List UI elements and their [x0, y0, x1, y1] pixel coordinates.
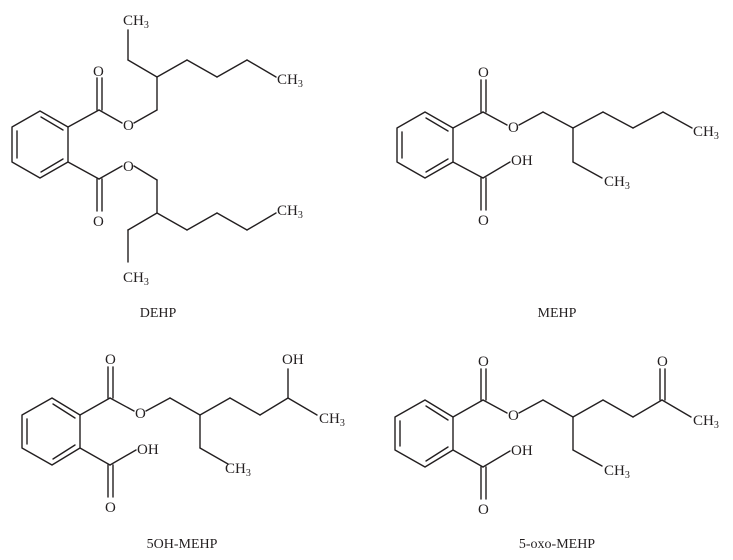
molecule-name-5-oxo-mehp: 5-oxo-MEHP — [519, 537, 595, 552]
benzene-ring — [396, 111, 454, 179]
atom-o: O — [135, 406, 146, 422]
benzene-ring — [394, 399, 454, 468]
molecule-name-dehp: DEHP — [140, 306, 177, 321]
atom-oh: OH — [137, 442, 159, 458]
atom-o: O — [123, 159, 134, 175]
atom-o: O — [123, 118, 134, 134]
atom-o: O — [93, 214, 104, 230]
atom-o: O — [478, 65, 489, 81]
atom-ketone-o: O — [657, 354, 668, 370]
atom-oh: OH — [511, 443, 533, 459]
atom-o: O — [478, 213, 489, 229]
atom-ch3: CH3 — [277, 72, 303, 90]
atom-o: O — [508, 408, 519, 424]
atom-ch3: CH3 — [319, 411, 345, 429]
molecule-5-oxo-mehp: O O O O OH CH3 CH3 5-oxo-MEHP — [394, 354, 719, 552]
molecule-name-mehp: MEHP — [538, 306, 577, 321]
benzene-ring — [11, 110, 69, 179]
atom-ch3: CH3 — [604, 463, 630, 481]
atom-ch3: CH3 — [693, 124, 719, 142]
atom-o: O — [105, 352, 116, 368]
atom-o: O — [478, 354, 489, 370]
atom-ch3: CH3 — [225, 461, 251, 479]
molecule-mehp: O O O OH CH3 CH3 MEHP — [396, 65, 719, 321]
atom-ch3: CH3 — [277, 203, 303, 221]
atom-oh: OH — [511, 153, 533, 169]
molecule-name-5oh-mehp: 5OH-MEHP — [147, 537, 218, 552]
atom-ch3: CH3 — [123, 270, 149, 288]
atom-ch3: CH3 — [693, 413, 719, 431]
atom-oh: OH — [282, 352, 304, 368]
atom-ch3: CH3 — [604, 174, 630, 192]
atom-o: O — [105, 500, 116, 516]
molecule-5oh-mehp: O O O OH OH CH3 CH3 5OH-MEHP — [21, 352, 345, 552]
molecule-dehp: O O O O CH3 CH3 CH3 CH3 DEHP — [11, 13, 303, 321]
atom-o: O — [478, 502, 489, 518]
benzene-ring — [21, 397, 81, 466]
atom-o: O — [508, 120, 519, 136]
atom-ch3: CH3 — [123, 13, 149, 31]
atom-o: O — [93, 64, 104, 80]
